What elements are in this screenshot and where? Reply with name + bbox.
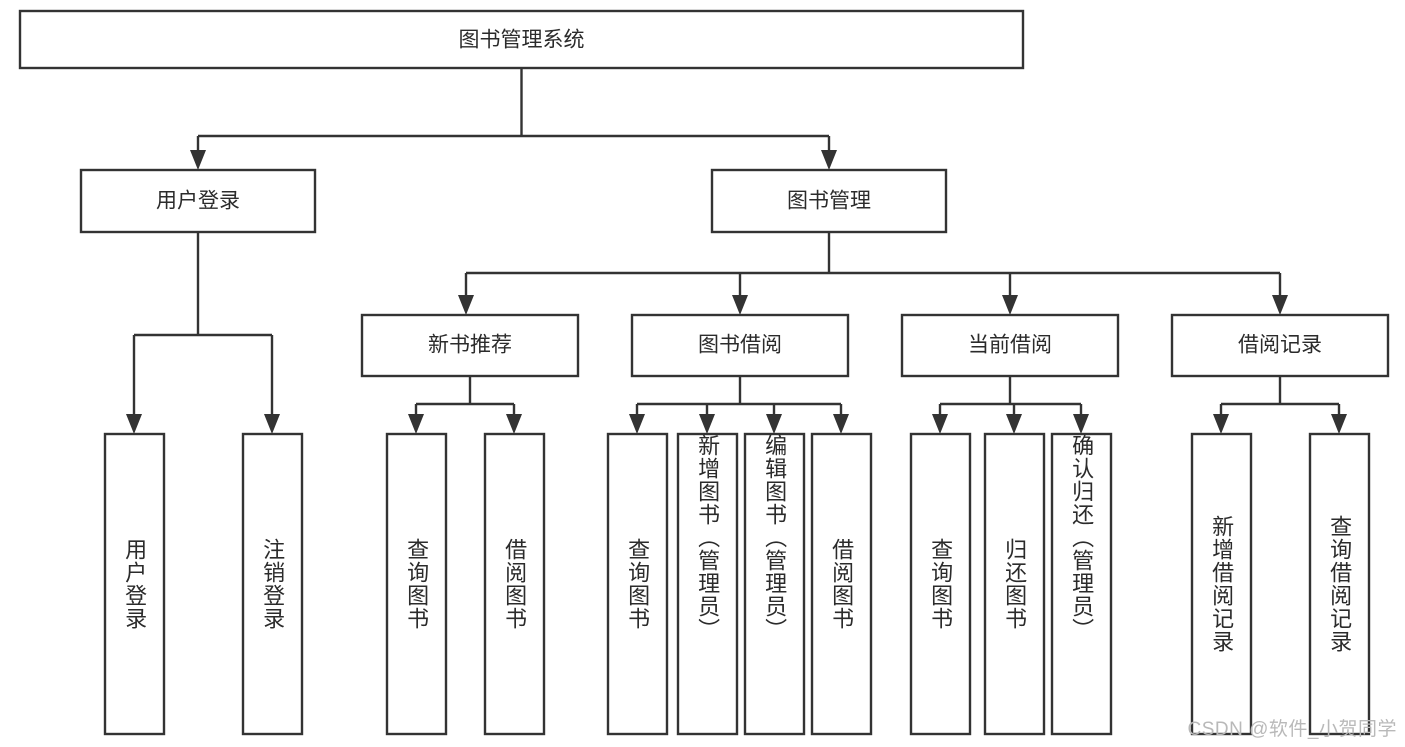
arrow-head-leaf-add-borrow-record <box>1213 414 1229 434</box>
node-book-borrow-label: 图书借阅 <box>698 334 782 357</box>
leaf-box-add-borrow-record[interactable] <box>1190 432 1253 736</box>
node-user-login-label: 用户登录 <box>156 190 240 213</box>
leaf-box-add-book-admin[interactable] <box>676 432 739 736</box>
leaf-box-borrow-book-1[interactable] <box>483 432 546 736</box>
node-user-login-box[interactable] <box>79 168 317 234</box>
connector-group-book-borrow <box>629 376 849 434</box>
arrow-head-book-management <box>821 150 837 170</box>
node-current-borrow[interactable]: 当前借阅 <box>900 313 1120 378</box>
node-book-management-label: 图书管理 <box>787 190 871 213</box>
arrow-head-leaf-user-login <box>126 414 142 434</box>
node-book-borrow[interactable]: 图书借阅 <box>630 313 850 378</box>
arrow-head-leaf-borrow-book-1 <box>506 414 522 434</box>
node-book-borrow-box[interactable] <box>630 313 850 378</box>
leaf-box-query-book-1[interactable] <box>385 432 448 736</box>
leaf-box-return-book[interactable] <box>983 432 1046 736</box>
arrow-head-leaf-query-borrow-record <box>1331 414 1347 434</box>
arrow-head-new-book-recommend <box>458 295 474 315</box>
arrow-head-current-borrow <box>1002 295 1018 315</box>
csdn-watermark: CSDN @软件_小贺同学 <box>1187 719 1397 740</box>
node-book-management[interactable]: 图书管理 <box>710 168 948 234</box>
arrow-head-leaf-query-book-1 <box>408 414 424 434</box>
leaf-boxes <box>103 432 1371 736</box>
arrow-head-leaf-confirm-return-admin <box>1073 414 1089 434</box>
node-new-book-recommend[interactable]: 新书推荐 <box>360 313 580 378</box>
node-new-book-recommend-box[interactable] <box>360 313 580 378</box>
arrow-head-book-borrow <box>732 295 748 315</box>
leaf-box-confirm-return-admin[interactable] <box>1050 432 1113 736</box>
leaf-box-borrow-book-2[interactable] <box>810 432 873 736</box>
arrow-head-leaf-user-logout <box>264 414 280 434</box>
leaf-box-user-login[interactable] <box>103 432 166 736</box>
node-current-borrow-box[interactable] <box>900 313 1120 378</box>
node-book-management-box[interactable] <box>710 168 948 234</box>
leaf-box-query-book-2[interactable] <box>606 432 669 736</box>
node-user-login[interactable]: 用户登录 <box>79 168 317 234</box>
arrow-head-leaf-add-book-admin <box>699 414 715 434</box>
connector-group-root <box>190 68 837 170</box>
leaf-box-query-borrow-record[interactable] <box>1308 432 1371 736</box>
node-borrow-record-box[interactable] <box>1170 313 1390 378</box>
node-root-box[interactable] <box>18 9 1025 70</box>
node-new-book-recommend-label: 新书推荐 <box>428 334 512 357</box>
arrow-head-leaf-return-book <box>1006 414 1022 434</box>
arrow-head-borrow-record <box>1272 295 1288 315</box>
arrow-head-leaf-query-book-2 <box>629 414 645 434</box>
arrow-head-leaf-borrow-book-2 <box>833 414 849 434</box>
node-root-label: 图书管理系统 <box>459 29 585 52</box>
leaf-box-user-logout[interactable] <box>241 432 304 736</box>
node-borrow-record-label: 借阅记录 <box>1238 334 1322 357</box>
node-root[interactable]: 图书管理系统 <box>18 9 1025 70</box>
arrow-head-leaf-query-book-3 <box>932 414 948 434</box>
leaf-box-query-book-3[interactable] <box>909 432 972 736</box>
node-current-borrow-label: 当前借阅 <box>968 334 1052 357</box>
connector-group-book-management <box>458 232 1288 315</box>
node-borrow-record[interactable]: 借阅记录 <box>1170 313 1390 378</box>
arrow-head-user-login <box>190 150 206 170</box>
connector-group-current-borrow <box>932 376 1089 434</box>
connector-group-user-login <box>126 232 280 434</box>
connector-group-borrow-record <box>1213 376 1347 434</box>
leaf-box-edit-book-admin[interactable] <box>743 432 806 736</box>
connector-group-new-book-recommend <box>408 376 522 434</box>
arrow-head-leaf-edit-book-admin <box>766 414 782 434</box>
